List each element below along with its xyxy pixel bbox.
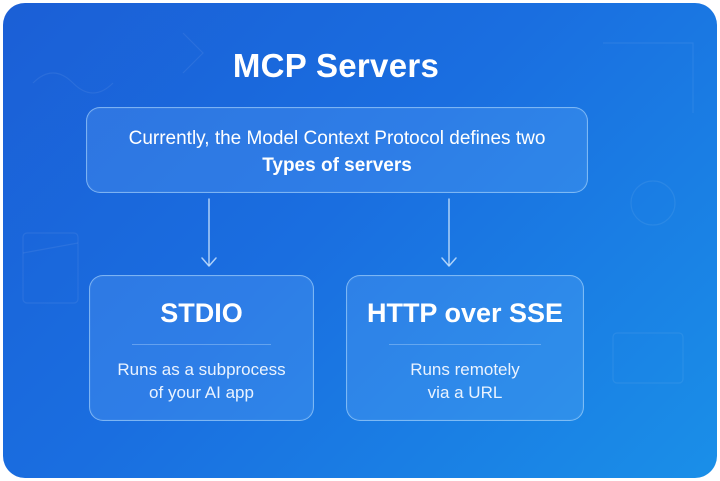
- intro-box: Currently, the Model Context Protocol de…: [86, 107, 588, 193]
- diagram-card: MCP Servers Currently, the Model Context…: [3, 3, 717, 478]
- server-box-http-sse: HTTP over SSE Runs remotely via a URL: [346, 275, 584, 421]
- server-description: Runs as a subprocess of your AI app: [90, 358, 313, 404]
- server-desc-line-2: of your AI app: [149, 383, 254, 402]
- divider: [389, 344, 541, 345]
- server-desc-line-1: Runs as a subprocess: [117, 360, 286, 379]
- page-title: MCP Servers: [232, 47, 440, 84]
- server-desc-line-2: via a URL: [427, 383, 503, 402]
- server-name: HTTP over SSE: [366, 298, 564, 328]
- server-desc-line-1: Runs remotely: [410, 360, 520, 379]
- connector-arrows: [201, 198, 457, 267]
- server-description: Runs remotely via a URL: [347, 358, 583, 404]
- arrow-left-head: [201, 257, 217, 267]
- intro-line-1: Currently, the Model Context Protocol de…: [128, 128, 546, 149]
- divider: [132, 344, 271, 345]
- server-box-stdio: STDIO Runs as a subprocess of your AI ap…: [89, 275, 314, 421]
- arrow-right-head: [441, 257, 457, 267]
- server-name: STDIO: [160, 298, 243, 328]
- intro-line-2: Types of servers: [262, 155, 412, 176]
